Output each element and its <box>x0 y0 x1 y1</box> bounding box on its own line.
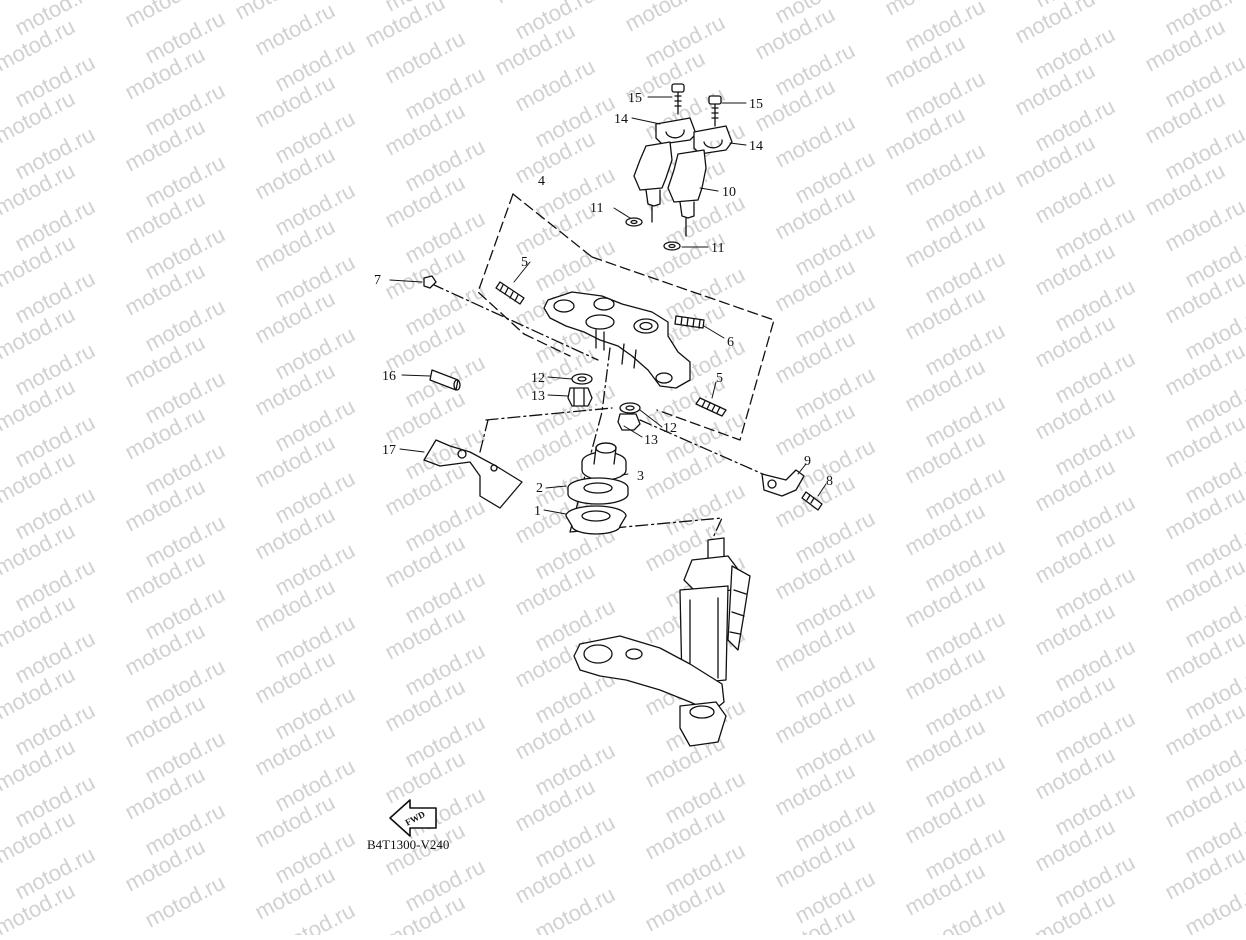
handlebar-cap-14-right <box>694 126 732 154</box>
callout-3: 3 <box>637 469 644 484</box>
callout-9: 9 <box>804 454 811 469</box>
callout-14-right: 14 <box>749 139 763 154</box>
callout-5-upper: 5 <box>521 255 528 270</box>
diagram-code: B4T1300-V240 <box>367 837 449 852</box>
washer-11-lower <box>664 242 680 250</box>
callout-11-lower: 11 <box>711 241 724 256</box>
callout-13-left: 13 <box>531 389 545 404</box>
callout-15-right: 15 <box>749 97 763 112</box>
callout-10: 10 <box>722 185 736 200</box>
nut-13-left <box>568 388 592 406</box>
bearing-race-1 <box>566 506 626 534</box>
callout-2: 2 <box>536 481 543 496</box>
callout-8: 8 <box>826 474 833 489</box>
callout-15-left: 15 <box>628 91 642 106</box>
callout-14-left: 14 <box>614 112 628 127</box>
callout-17: 17 <box>382 443 396 458</box>
callout-13-right: 13 <box>644 433 658 448</box>
washer-11-upper <box>626 218 642 226</box>
nut-13-right <box>618 414 640 430</box>
bearing-2 <box>568 478 628 504</box>
callout-12-right: 12 <box>663 421 677 436</box>
washer-12-right <box>620 403 640 413</box>
washer-12-left <box>572 374 592 384</box>
callout-16: 16 <box>382 369 396 384</box>
callout-12-left: 12 <box>531 371 545 386</box>
callout-1: 1 <box>534 504 541 519</box>
callout-7: 7 <box>374 273 381 288</box>
callout-6: 6 <box>727 335 734 350</box>
bolt-5-upper <box>496 282 524 304</box>
callout-4: 4 <box>538 174 545 189</box>
callout-11-upper: 11 <box>590 201 603 216</box>
callout-5-lower: 5 <box>716 371 723 386</box>
ring-nut-3 <box>582 443 626 480</box>
